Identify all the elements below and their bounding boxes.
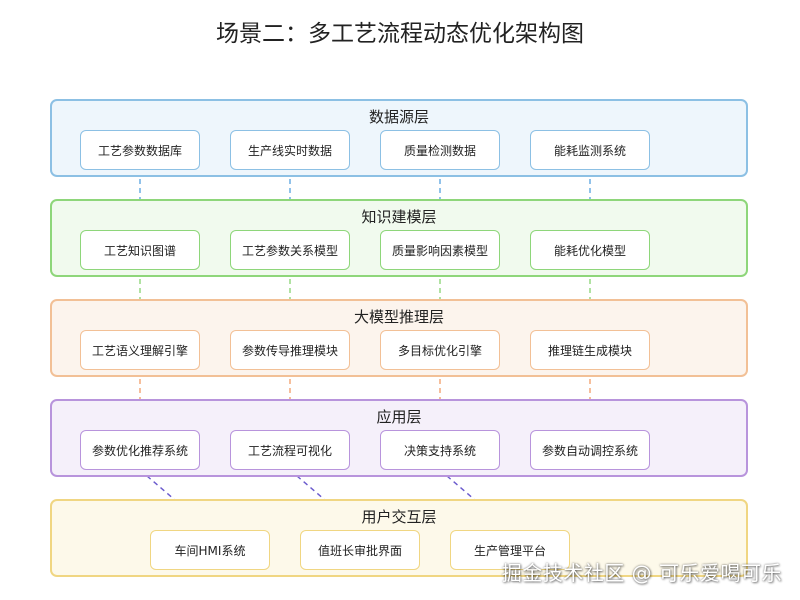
node-quality-inspection-data: 质量检测数据 (380, 130, 500, 170)
node-multi-objective-engine: 多目标优化引擎 (380, 330, 500, 370)
node-line-realtime-data: 生产线实时数据 (230, 130, 350, 170)
diagram-title: 场景二：多工艺流程动态优化架构图 (216, 21, 584, 47)
node-param-recommend-system: 参数优化推荐系统 (80, 430, 200, 470)
node-process-visualization: 工艺流程可视化 (230, 430, 350, 470)
node-param-reasoning-module: 参数传导推理模块 (230, 330, 350, 370)
layer-title-knowledge-modeling: 知识建模层 (361, 208, 437, 226)
node-semantic-engine: 工艺语义理解引擎 (80, 330, 200, 370)
layer-title-data-source: 数据源层 (368, 108, 429, 126)
node-process-knowledge-graph: 工艺知识图谱 (80, 230, 200, 270)
node-energy-optimization-model: 能耗优化模型 (530, 230, 650, 270)
node-param-relation-model: 工艺参数关系模型 (230, 230, 350, 270)
layer-title-user-interaction: 用户交互层 (361, 508, 437, 526)
node-energy-monitor-system: 能耗监测系统 (530, 130, 650, 170)
watermark: 掘金技术社区 @ 可乐爱喝可乐 (501, 561, 782, 585)
node-reasoning-chain-module: 推理链生成模块 (530, 330, 650, 370)
node-process-param-db: 工艺参数数据库 (80, 130, 200, 170)
layer-title-llm-inference: 大模型推理层 (353, 308, 444, 326)
node-decision-support-system: 决策支持系统 (380, 430, 500, 470)
node-quality-factor-model: 质量影响因素模型 (380, 230, 500, 270)
node-workshop-hmi: 车间HMI系统 (150, 530, 270, 570)
node-production-platform: 生产管理平台 (450, 530, 570, 570)
layer-title-application: 应用层 (376, 408, 422, 426)
node-shift-approval-ui: 值班长审批界面 (300, 530, 420, 570)
node-auto-control-system: 参数自动调控系统 (530, 430, 650, 470)
